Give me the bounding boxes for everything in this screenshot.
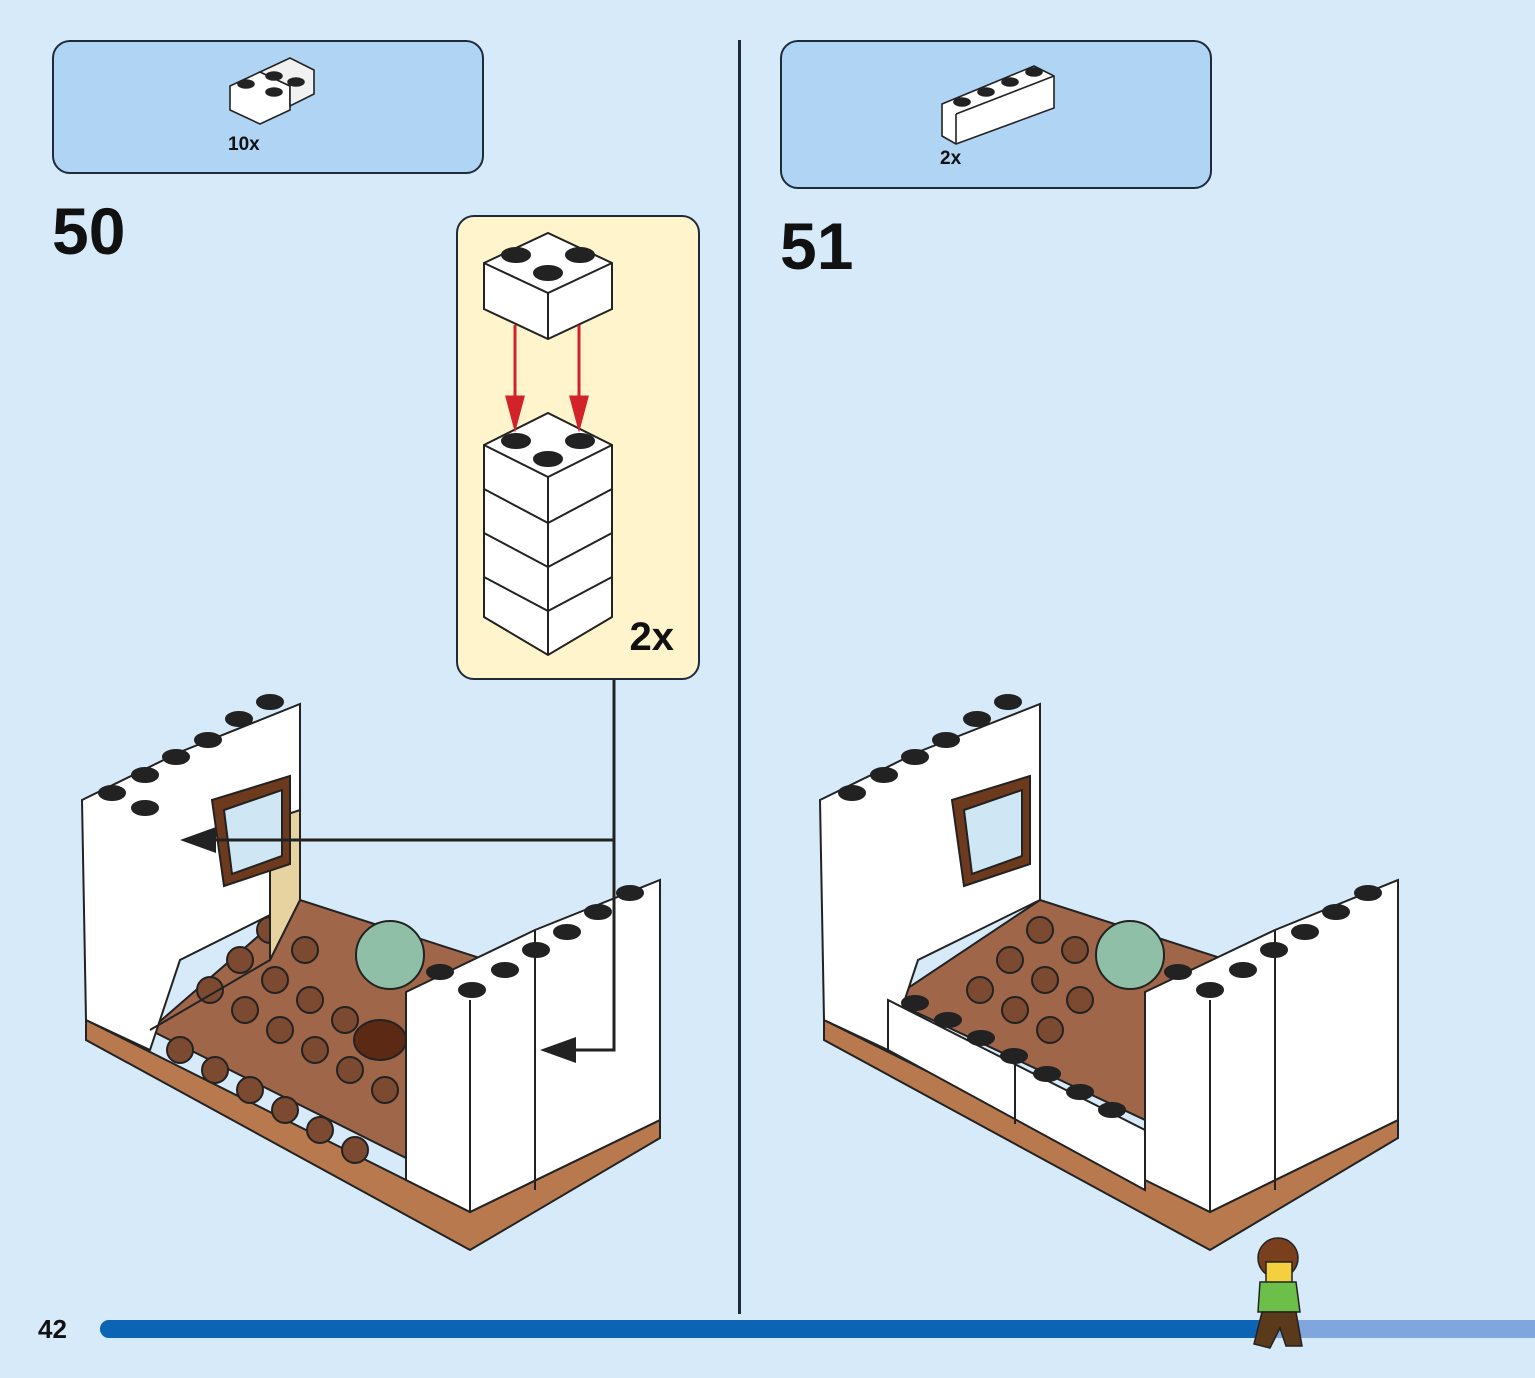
- red-arrow-icon: [505, 325, 589, 433]
- parts-box-step-51: 2x: [780, 40, 1212, 189]
- step-number: 51: [780, 209, 854, 283]
- progress-bar: [100, 1320, 1535, 1338]
- progress-fill: [100, 1320, 1263, 1338]
- parts-quantity: 10x: [228, 134, 260, 155]
- parts-box-step-50: 10x: [52, 40, 484, 174]
- callout-quantity: 2x: [629, 615, 675, 659]
- arrow-head-icon: [540, 1037, 576, 1063]
- step-51-model: [818, 694, 1399, 1252]
- step-50-model: [80, 680, 661, 1252]
- brick-stack-diagram: [483, 231, 613, 657]
- step-divider: [738, 40, 741, 1314]
- long-brick-icon: [941, 65, 1055, 145]
- parts-quantity: 2x: [940, 148, 962, 169]
- arrow-head-icon: [180, 827, 216, 853]
- page-number: 42: [38, 1314, 67, 1344]
- corner-brick-icon: [229, 57, 315, 125]
- step-number: 50: [52, 194, 126, 268]
- callout-sub-assembly: 2x: [456, 215, 700, 680]
